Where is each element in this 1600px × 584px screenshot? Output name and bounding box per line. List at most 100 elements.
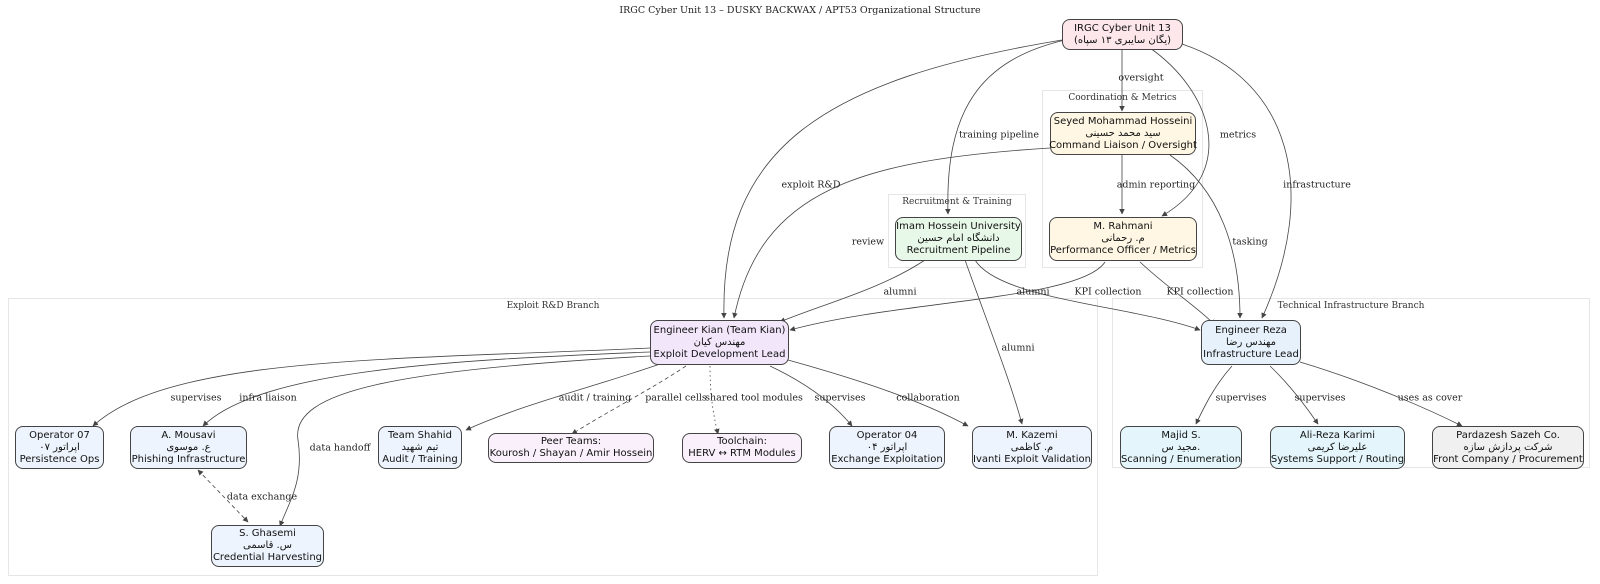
node-operator-04: Operator 04 اپراتور ۰۴ Exchange Exploita…: [829, 426, 945, 469]
node-rahmani-line2: م. رحمانی: [1101, 233, 1145, 244]
node-op04-line2: اپراتور ۰۴: [866, 441, 908, 453]
node-karimi-line3: Systems Support / Routing: [1270, 453, 1405, 465]
node-toolchain-line2: HERV ↔ RTM Modules: [688, 448, 796, 459]
cluster-infrastructure-label: Technical Infrastructure Branch: [1277, 301, 1425, 311]
node-majid-line3: Scanning / Enumeration: [1120, 453, 1242, 465]
cluster-recruitment: Recruitment & Training: [888, 194, 1026, 268]
node-ghasemi: S. Ghasemi س. قاسمی Credential Harvestin…: [211, 525, 324, 567]
node-operator-07: Operator 07 اپراتور ۰۷ Persistence Ops: [15, 426, 104, 469]
edge-label-alumni-kazemi: alumni: [1001, 342, 1035, 354]
edge-kian-op07: [92, 347, 651, 427]
node-karimi-line2: علیرضا کریمی: [1307, 441, 1368, 453]
node-rahmani-line1: M. Rahmani: [1093, 221, 1153, 232]
node-kazemi-line1: M. Kazemi: [1006, 429, 1058, 441]
edge-label-tasking: tasking: [1232, 236, 1268, 248]
edge-label-supervises-majid: supervises: [1215, 392, 1267, 404]
node-shahid-line2: تیم شهید: [401, 441, 439, 453]
node-pardazesh-sazeh: Pardazesh Sazeh Co. شرکت پردازش سازه Fro…: [1432, 426, 1584, 469]
node-pardazesh-line3: Front Company / Procurement: [1433, 453, 1583, 465]
node-peer-line2: Kourosh / Shayan / Amir Hossein: [489, 448, 653, 459]
cluster-coordination-label: Coordination & Metrics: [1068, 93, 1177, 103]
node-root-line1: IRGC Cyber Unit 13: [1074, 22, 1171, 34]
node-pardazesh-line2: شرکت پردازش سازه: [1463, 441, 1553, 453]
node-kian-line3: Exploit Development Lead: [653, 348, 786, 360]
node-peer-teams: Peer Teams: Kourosh / Shayan / Amir Hoss…: [488, 433, 654, 463]
edge-label-collaboration: collaboration: [896, 392, 960, 404]
node-ghasemi-line1: S. Ghasemi: [239, 528, 296, 539]
node-kian-line2: مهندس کیان: [693, 336, 746, 348]
edge-kian-mousavi: [202, 351, 651, 427]
node-team-shahid: Team Shahid تیم شهید Audit / Training: [378, 426, 462, 469]
edge-label-infra-liaison: infra liaison: [239, 392, 297, 404]
edge-label-oversight: oversight: [1118, 72, 1164, 84]
edge-reza-karimi: [1269, 365, 1319, 425]
edge-imam-reza: [974, 259, 1201, 331]
edge-label-review: review: [851, 236, 885, 248]
node-shahid-line3: Audit / Training: [382, 453, 458, 465]
node-ghasemi-line2: س. قاسمی: [243, 540, 292, 551]
node-kazemi-line2: م. کاظمی: [1010, 441, 1054, 453]
node-kian-line1: Engineer Kian (Team Kian): [653, 324, 786, 336]
cluster-recruitment-label: Recruitment & Training: [902, 197, 1012, 207]
node-karimi: Ali-Reza Karimi علیرضا کریمی Systems Sup…: [1270, 426, 1405, 469]
cluster-exploit-label: Exploit R&D Branch: [506, 301, 600, 311]
node-op07-line2: اپراتور ۰۷: [39, 441, 80, 453]
edge-label-parallel-cells: parallel cells: [645, 392, 707, 404]
edge-hosseini-reza: [1169, 154, 1243, 319]
edge-rahmani-kian: [789, 261, 1106, 332]
node-ghasemi-line3: Credential Harvesting: [212, 552, 323, 563]
edge-label-admin-reporting: admin reporting: [1116, 179, 1196, 191]
edge-label-alumni-reza: alumni: [1016, 286, 1050, 298]
edge-label-kpi-reza: KPI collection: [1166, 286, 1234, 298]
edge-label-supervises-karimi: supervises: [1294, 392, 1346, 404]
node-imam-hossein-university: Imam Hossein University دانشگاه امام حسی…: [895, 217, 1022, 261]
node-pardazesh-line1: Pardazesh Sazeh Co.: [1456, 429, 1560, 441]
edge-root-kian: [721, 39, 1063, 319]
edge-label-data-handoff: data handoff: [309, 442, 371, 454]
edge-kian-ghasemi: [279, 355, 651, 527]
node-toolchain-line1: Toolchain:: [717, 436, 767, 447]
node-mousavi-line1: A. Mousavi: [161, 429, 216, 441]
node-hosseini: Seyed Mohammad Hosseini سید محمد حسینی C…: [1049, 112, 1197, 155]
edge-label-audit-training: audit / training: [558, 392, 632, 404]
edge-label-shared-tool-modules: shared tool modules: [705, 392, 803, 404]
node-mousavi: A. Mousavi ع. موسوی Phishing Infrastruct…: [130, 426, 247, 469]
node-mousavi-line2: ع. موسوی: [166, 441, 211, 453]
node-majid: Majid S. مجید س. Scanning / Enumeration: [1120, 426, 1242, 469]
edge-label-metrics: metrics: [1219, 129, 1257, 141]
edge-hosseini-kian: [732, 147, 1051, 319]
edge-kian-kazemi: [787, 359, 969, 427]
edge-imam-kazemi: [964, 259, 1024, 425]
node-majid-line1: Majid S.: [1161, 429, 1201, 441]
node-imam-line3: Recruitment Pipeline: [906, 245, 1011, 256]
edge-rahmani-reza: [1139, 261, 1216, 326]
node-irgc-cyber-unit-13: IRGC Cyber Unit 13 (یگان سایبری ۱۳ سپاه): [1062, 19, 1183, 50]
edge-label-training-pipeline: training pipeline: [958, 129, 1040, 141]
node-reza-line3: Infrastructure Lead: [1203, 348, 1299, 360]
edge-root-imam: [945, 39, 1066, 215]
edge-mousavi-ghasemi: [197, 469, 249, 523]
node-toolchain: Toolchain: HERV ↔ RTM Modules: [682, 433, 802, 463]
edge-root-reza: [1181, 43, 1292, 319]
node-hosseini-line2: سید محمد حسینی: [1085, 127, 1161, 139]
edge-reza-pardazesh: [1299, 361, 1463, 427]
node-kazemi-line3: Ivanti Exploit Validation: [973, 453, 1091, 465]
edge-label-infrastructure: infrastructure: [1283, 179, 1351, 191]
node-rahmani-line3: Performance Officer / Metrics: [1050, 245, 1196, 256]
node-imam-line2: دانشگاه امام حسین: [917, 233, 1000, 244]
node-op04-line3: Exchange Exploitation: [831, 453, 943, 465]
node-hosseini-line1: Seyed Mohammad Hosseini: [1053, 115, 1193, 127]
node-rahmani: M. Rahmani م. رحمانی Performance Officer…: [1049, 217, 1197, 261]
cluster-coordination: Coordination & Metrics: [1042, 90, 1203, 268]
node-engineer-kian: Engineer Kian (Team Kian) مهندس کیان Exp…: [650, 320, 789, 365]
node-op07-line1: Operator 07: [29, 429, 90, 441]
node-imam-line1: Imam Hossein University: [896, 221, 1021, 232]
node-reza-line1: Engineer Reza: [1215, 324, 1287, 336]
node-engineer-reza: Engineer Reza مهندس رضا Infrastructure L…: [1201, 320, 1301, 365]
edge-reza-majid: [1195, 365, 1233, 425]
cluster-exploit: Exploit R&D Branch: [8, 298, 1098, 576]
edge-label-uses-as-cover: uses as cover: [1397, 392, 1463, 404]
edge-label-supervises-op07: supervises: [170, 392, 222, 404]
